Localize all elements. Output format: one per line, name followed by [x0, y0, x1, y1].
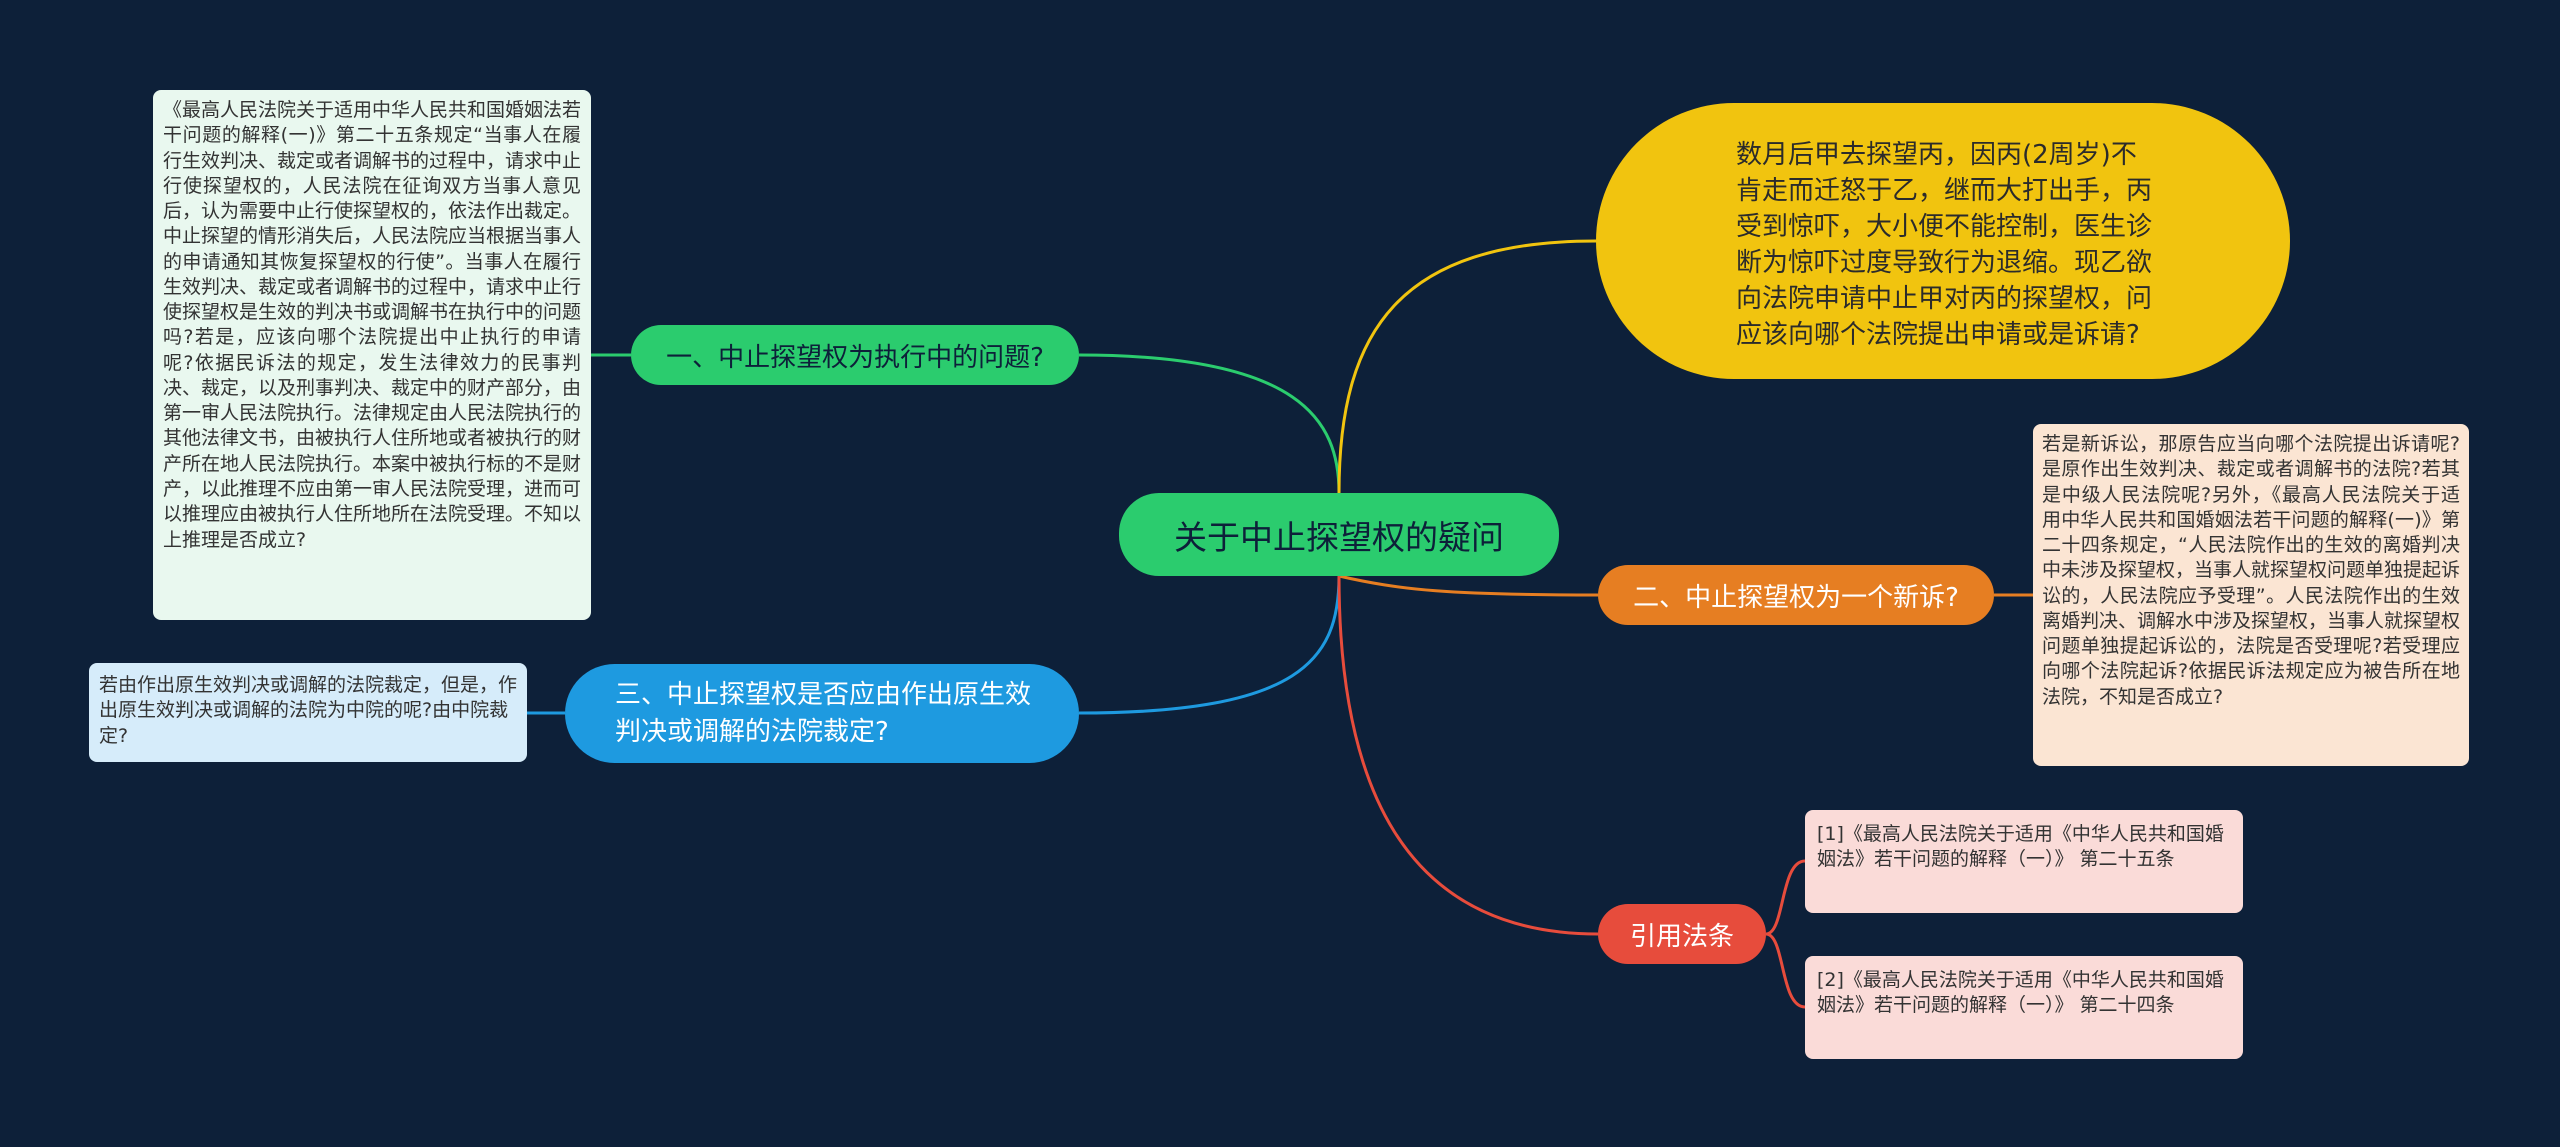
branch-new-lawsuit[interactable]: 二、中止探望权为一个新诉? [1598, 565, 1994, 625]
reference-item-1[interactable]: [1]《最高人民法院关于适用《中华人民共和国婚姻法》若干问题的解释（一）》 第二… [1805, 810, 2243, 913]
central-topic-label: 关于中止探望权的疑问 [1174, 517, 1504, 557]
branch-execution-issue[interactable]: 一、中止探望权为执行中的问题? [631, 325, 1079, 385]
reference-text: [2]《最高人民法院关于适用《中华人民共和国婚姻法》若干问题的解释（一）》 第二… [1817, 969, 2224, 1017]
reference-item-2[interactable]: [2]《最高人民法院关于适用《中华人民共和国婚姻法》若干问题的解释（一）》 第二… [1805, 956, 2243, 1059]
connector-b3 [1078, 575, 1341, 715]
connector-b2 [1338, 574, 1599, 597]
branch-label: 三、中止探望权是否应由作出原生效判决或调解的法院裁定? [615, 680, 1032, 747]
connector-ref2 [1765, 932, 1806, 1009]
detail-text: 若由作出原生效判决或调解的法院裁定，但是，作出原生效判决或调解的法院为中院的呢?… [99, 674, 518, 747]
branch-label: 二、中止探望权为一个新诉? [1633, 582, 1959, 613]
branch-label: 引用法条 [1629, 921, 1734, 952]
connector-ref1 [1765, 859, 1806, 936]
branch-label: 一、中止探望权为执行中的问题? [666, 342, 1044, 373]
central-topic[interactable]: 关于中止探望权的疑问 [1119, 493, 1559, 576]
branch-references[interactable]: 引用法条 [1598, 904, 1766, 964]
question-text: 数月后甲去探望丙，因丙(2周岁)不肯走而迁怒于乙，继而大打出手，丙受到惊吓，大小… [1736, 140, 2153, 350]
detail-text: 若是新诉讼，那原告应当向哪个法院提出诉请呢?是原作出生效判决、裁定或者调解书的法… [2042, 433, 2461, 708]
branch-original-court[interactable]: 三、中止探望权是否应由作出原生效判决或调解的法院裁定? [565, 664, 1079, 763]
connector-b1 [1078, 353, 1341, 494]
detail-new-lawsuit[interactable]: 若是新诉讼，那原告应当向哪个法院提出诉请呢?是原作出生效判决、裁定或者调解书的法… [2033, 424, 2469, 766]
detail-text: 《最高人民法院关于适用中华人民共和国婚姻法若干问题的解释(一)》第二十五条规定“… [163, 99, 582, 551]
question-node[interactable]: 数月后甲去探望丙，因丙(2周岁)不肯走而迁怒于乙，继而大打出手，丙受到惊吓，大小… [1596, 103, 2290, 379]
reference-text: [1]《最高人民法院关于适用《中华人民共和国婚姻法》若干问题的解释（一）》 第二… [1817, 823, 2224, 871]
connector-question [1337, 239, 1597, 494]
detail-execution-issue[interactable]: 《最高人民法院关于适用中华人民共和国婚姻法若干问题的解释(一)》第二十五条规定“… [153, 90, 591, 620]
connector-b4 [1337, 575, 1599, 936]
detail-original-court[interactable]: 若由作出原生效判决或调解的法院裁定，但是，作出原生效判决或调解的法院为中院的呢?… [89, 663, 527, 762]
